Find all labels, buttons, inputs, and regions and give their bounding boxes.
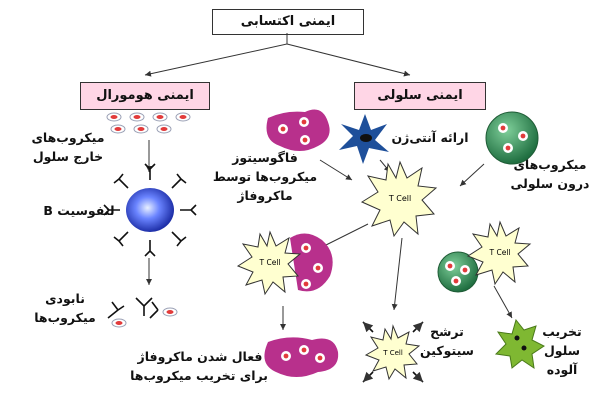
arrow-to-cytokine-tcell — [391, 237, 403, 311]
dendritic-cell-icon — [339, 114, 389, 164]
humoral-immunity-label: ایمنی هومورال — [96, 88, 194, 103]
macrophage-phagocytosis-icon — [266, 109, 330, 151]
cellular-immunity-label: ایمنی سلولی — [377, 88, 463, 103]
neutralized-microbe-icon-2 — [162, 307, 178, 317]
destroyed-cell-icon — [494, 318, 545, 370]
cellular-immunity-box: ایمنی سلولی — [354, 82, 486, 110]
humoral-immunity-box: ایمنی هومورال — [80, 82, 210, 110]
t-cell-label-central: T Cell — [388, 194, 411, 203]
t-cell-cytokine-icon: T Cell — [362, 321, 424, 383]
arrow-to-cellular — [286, 43, 411, 77]
arrow-to-destroyed-cell — [493, 285, 513, 319]
t-cell-label-left: T Cell — [259, 258, 281, 267]
antibody-icons — [107, 297, 159, 319]
neutralized-microbe-icon — [111, 318, 127, 328]
b-lymphocyte-label: لنفوسیت B — [43, 203, 115, 218]
infected-cell-with-tcell-icon: T Cell — [437, 220, 532, 293]
intracellular-microbes-icon — [485, 111, 539, 165]
extracellular-microbes-icon — [106, 112, 191, 134]
t-cell-with-macrophage-icon: T Cell — [236, 230, 333, 296]
b-lymphocyte-icon — [103, 163, 197, 257]
activated-macrophage-icon — [264, 337, 339, 377]
title: ایمنی اکتسابی — [240, 14, 336, 29]
antigen-presentation-label: ارائه آنتی‌ژن — [391, 130, 469, 145]
title-box: ایمنی اکتسابی — [212, 9, 364, 35]
arrow-infected-to-tcell — [459, 163, 485, 187]
t-cell-label-right: T Cell — [489, 248, 511, 257]
t-cell-label-cytokine: T Cell — [382, 349, 403, 357]
arrow-to-humoral — [144, 33, 288, 77]
t-cell-central: T Cell — [360, 160, 438, 238]
arrow-macrophage-to-tcell — [319, 159, 353, 181]
